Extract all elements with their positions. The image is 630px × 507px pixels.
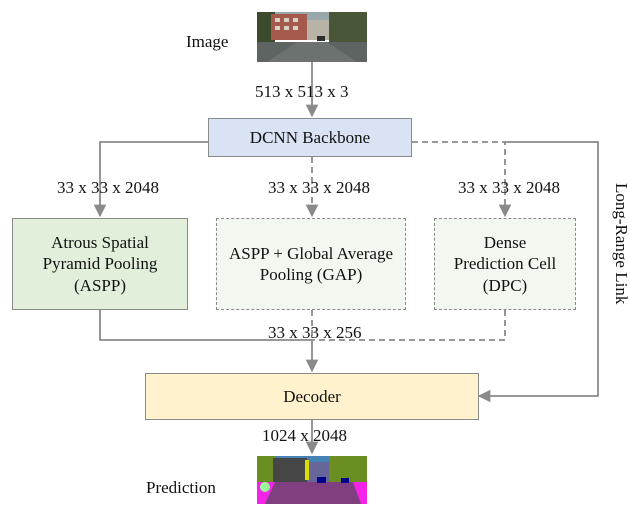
image-label: Image [186, 32, 229, 51]
aspp-gap-box: ASPP + Global Average Pooling (GAP) [216, 218, 406, 310]
dpc-box: Dense Prediction Cell (DPC) [434, 218, 576, 310]
feature-size-left: 33 x 33 x 2048 [57, 178, 159, 197]
merged-size-label: 33 x 33 x 256 [268, 323, 362, 342]
dcnn-backbone-box: DCNN Backbone [208, 118, 412, 157]
arrow-long-range-link [477, 141, 599, 403]
decoder-label: Decoder [283, 386, 341, 406]
long-range-link-label: Long-Range Link [612, 183, 630, 305]
dpc-label: Dense Prediction Cell (DPC) [453, 233, 557, 295]
input-size-label: 513 x 513 x 3 [255, 82, 349, 101]
arrow-backbone-to-aspp [93, 141, 208, 218]
line-aspp-to-merge [99, 310, 312, 341]
aspp-box: Atrous Spatial Pyramid Pooling (ASPP) [12, 218, 188, 310]
prediction-image [257, 456, 367, 504]
input-image [257, 12, 367, 62]
aspp-label: Atrous Spatial Pyramid Pooling (ASPP) [42, 233, 158, 295]
dcnn-backbone-label: DCNN Backbone [249, 127, 371, 147]
line-dpc-to-merge [312, 310, 506, 341]
prediction-label: Prediction [146, 478, 216, 497]
aspp-gap-label: ASPP + Global Average Pooling (GAP) [229, 243, 393, 284]
decoder-box: Decoder [145, 373, 479, 420]
feature-size-right: 33 x 33 x 2048 [458, 178, 560, 197]
feature-size-middle: 33 x 33 x 2048 [268, 178, 370, 197]
output-size-label: 1024 x 2048 [262, 426, 347, 445]
